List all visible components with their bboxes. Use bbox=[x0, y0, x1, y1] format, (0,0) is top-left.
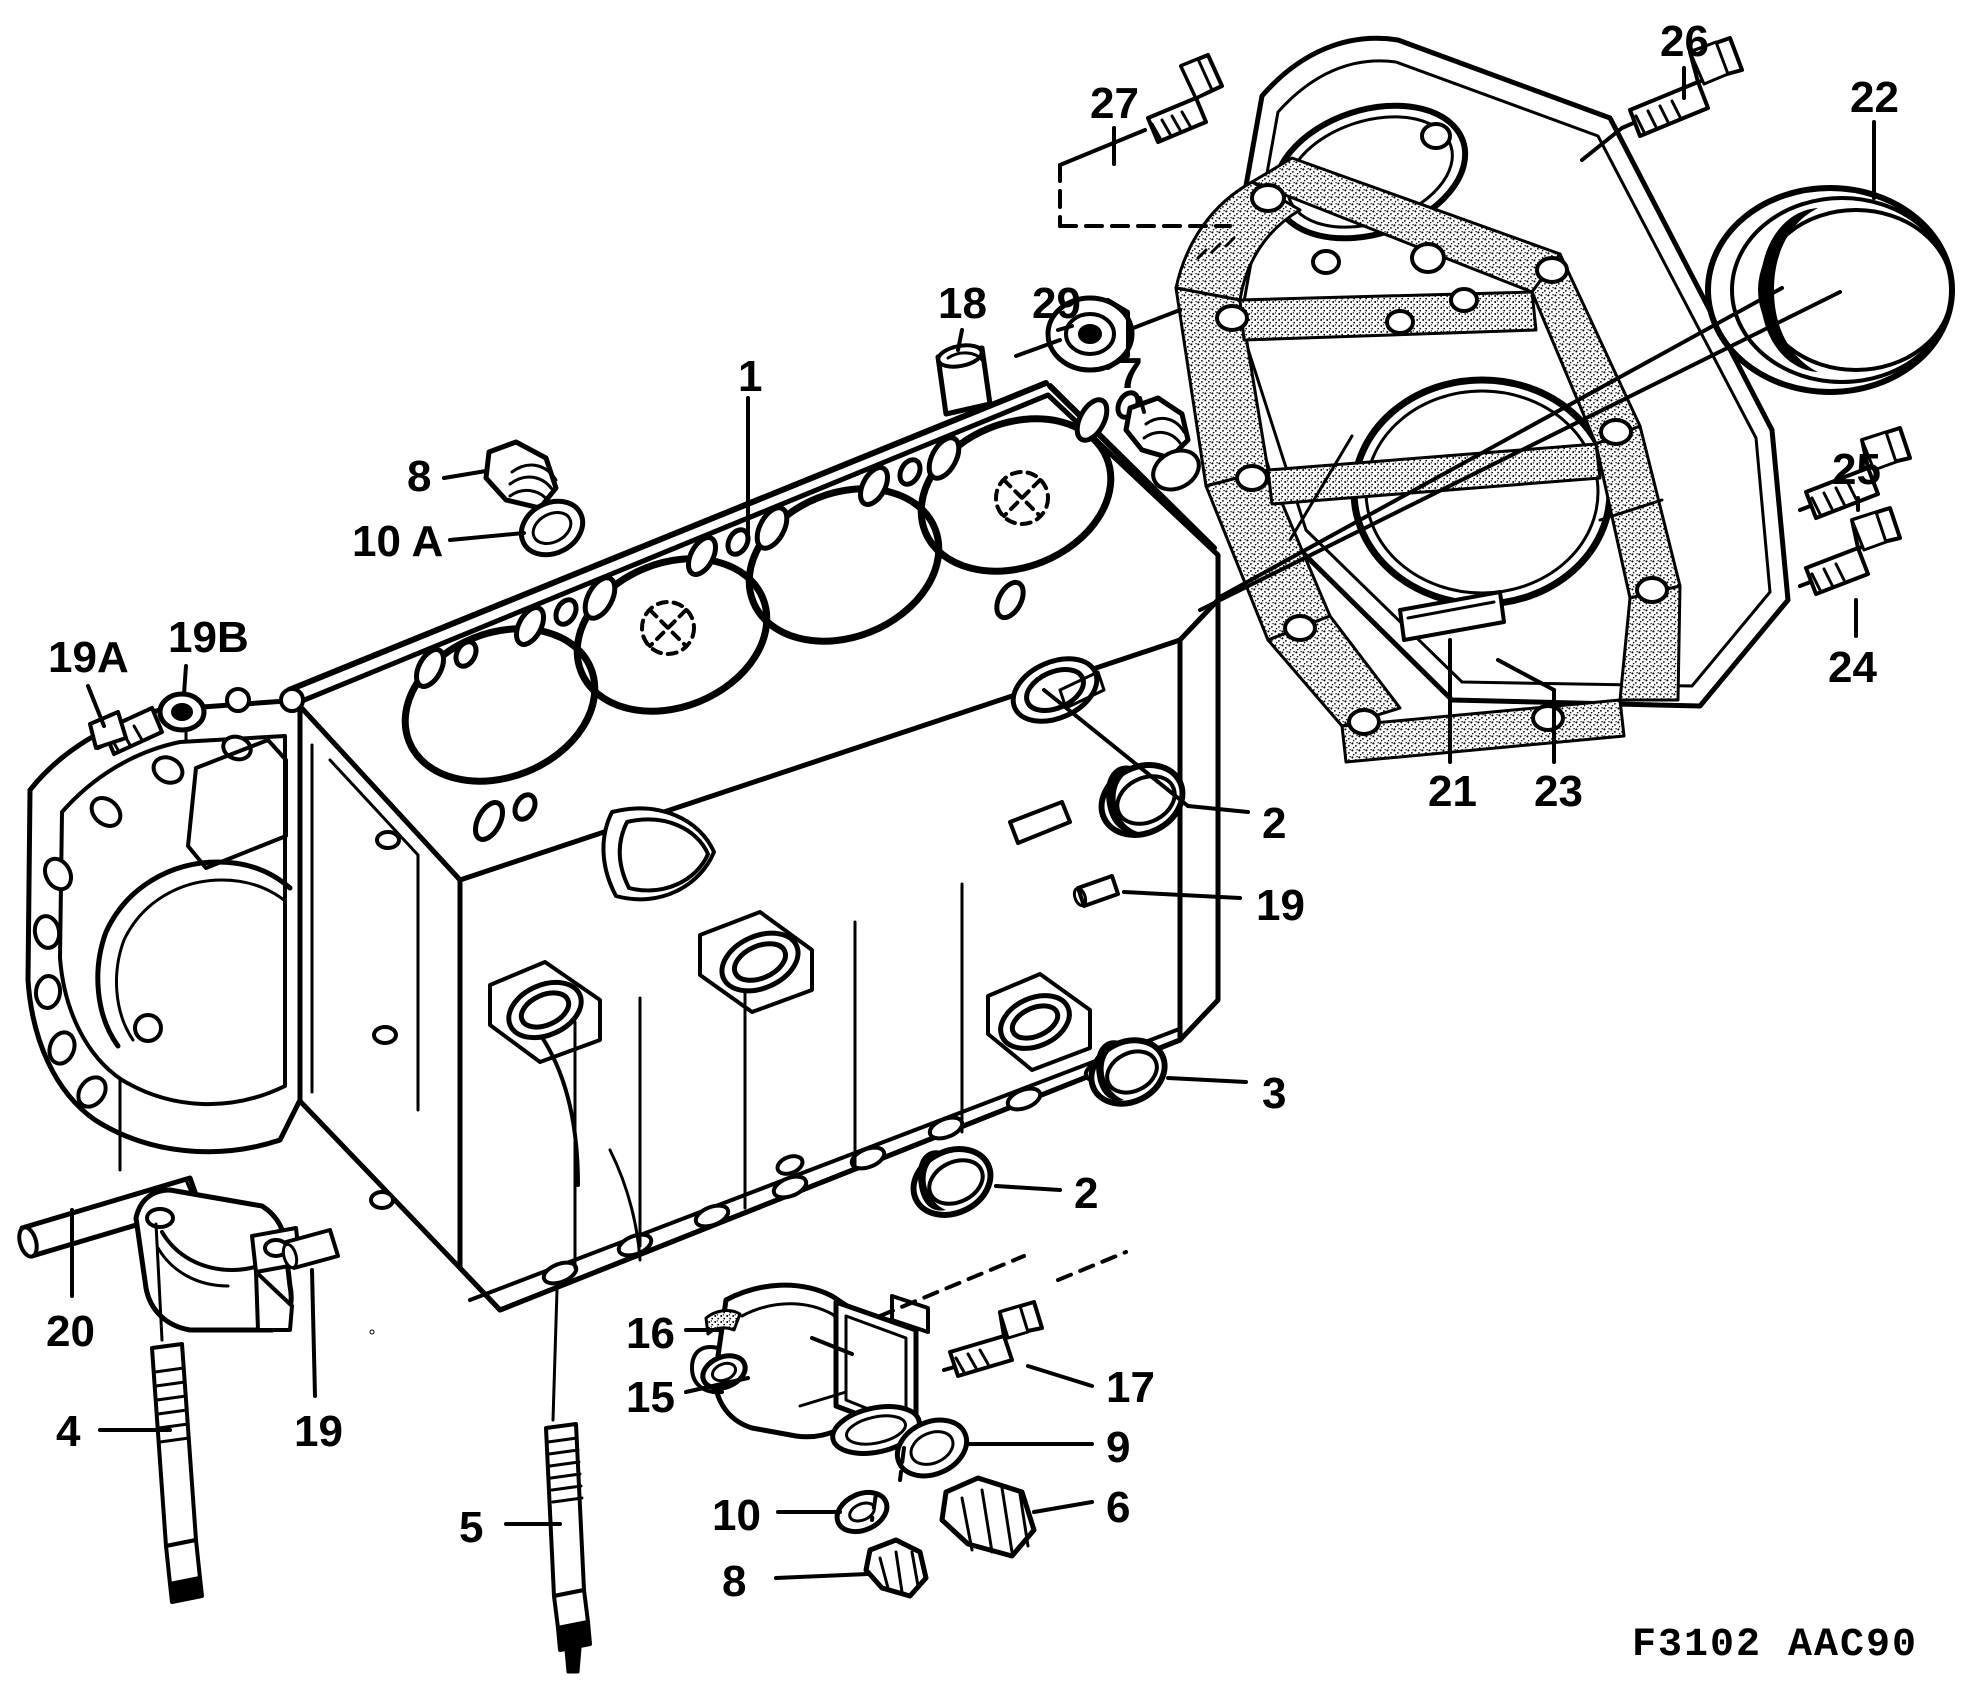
plug-8-upper bbox=[483, 439, 586, 558]
oil-filter-housing bbox=[690, 1282, 930, 1456]
callout-9: 9 bbox=[1106, 1423, 1131, 1472]
callout-2-upper: 2 bbox=[1262, 799, 1287, 848]
hex-plug-6 bbox=[939, 1475, 1037, 1559]
main-bearing-cap bbox=[133, 1187, 302, 1333]
bolt-27 bbox=[1058, 53, 1224, 167]
callout-10: 10 bbox=[712, 1491, 761, 1540]
callout-25: 25 bbox=[1832, 445, 1881, 494]
callout-2-lower: 2 bbox=[1074, 1169, 1099, 1218]
callout-7: 7 bbox=[1118, 349, 1143, 398]
washer-19B bbox=[157, 691, 207, 733]
callout-8-lower: 8 bbox=[722, 1557, 747, 1606]
block-rear-end-plate bbox=[25, 687, 375, 1335]
bolt-26 bbox=[1620, 36, 1744, 138]
plug-7 bbox=[1123, 395, 1201, 492]
plug-8-lower bbox=[863, 1537, 929, 1599]
callout-8-upper: 8 bbox=[407, 452, 432, 501]
seal-ring-3 bbox=[1088, 1037, 1168, 1107]
leader-lines bbox=[70, 66, 1876, 1580]
bolt-24 bbox=[1798, 506, 1902, 596]
bolt-17 bbox=[942, 1300, 1044, 1378]
callout-19-right: 19 bbox=[1256, 881, 1305, 930]
callout-19B: 19B bbox=[168, 613, 249, 662]
bolt-5-long bbox=[544, 1288, 592, 1674]
washer-29 bbox=[1014, 295, 1182, 373]
bolt-4 bbox=[150, 1222, 204, 1604]
callout-18: 18 bbox=[938, 279, 987, 328]
bolt-25 bbox=[1798, 426, 1912, 520]
callout-16: 16 bbox=[626, 1309, 675, 1358]
callout-27: 27 bbox=[1090, 79, 1139, 128]
callout-1: 1 bbox=[738, 352, 763, 401]
washer-9 bbox=[894, 1417, 970, 1479]
callout-19A: 19A bbox=[48, 633, 129, 682]
callout-10A: 10 A bbox=[352, 517, 444, 566]
timing-cover-assembly bbox=[1174, 35, 1791, 764]
dowel-pin-19-right bbox=[1072, 874, 1120, 908]
callout-5: 5 bbox=[459, 1503, 484, 1552]
seal-ring-2-upper bbox=[1098, 762, 1186, 838]
callout-21: 21 bbox=[1428, 767, 1477, 816]
callout-29: 29 bbox=[1032, 279, 1081, 328]
crankshaft-front-oil-seal bbox=[1705, 185, 1955, 395]
callout-24: 24 bbox=[1828, 643, 1877, 692]
callout-20: 20 bbox=[46, 1307, 95, 1356]
callout-23: 23 bbox=[1534, 767, 1583, 816]
callout-19-left: 19 bbox=[294, 1407, 343, 1456]
dowel-pin-19-left bbox=[281, 1228, 340, 1270]
cylinder-block-body bbox=[286, 380, 1221, 1313]
callout-26: 26 bbox=[1660, 17, 1709, 66]
callout-3: 3 bbox=[1262, 1069, 1287, 1118]
callout-15: 15 bbox=[626, 1373, 675, 1422]
callout-17: 17 bbox=[1106, 1363, 1155, 1412]
drawing-code: F3102 AAC90 bbox=[1632, 1623, 1919, 1668]
callout-6: 6 bbox=[1106, 1483, 1131, 1532]
callout-4: 4 bbox=[56, 1407, 81, 1456]
bolt-19A bbox=[88, 706, 164, 756]
core-plug-18 bbox=[935, 343, 993, 417]
seal-ring-2-lower bbox=[910, 1146, 994, 1218]
callout-22: 22 bbox=[1850, 73, 1899, 122]
